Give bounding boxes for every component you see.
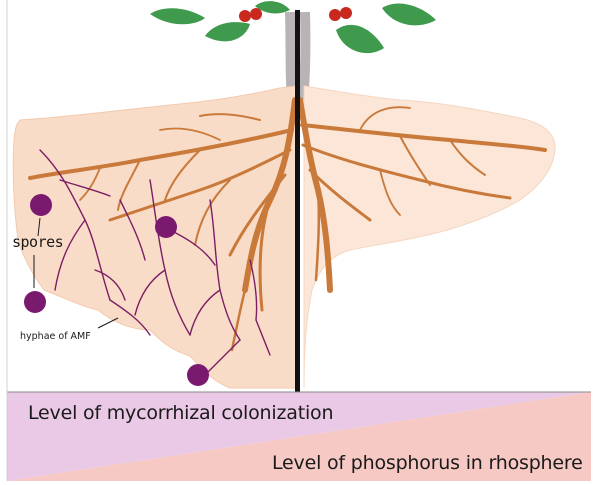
mycorrhizal-level-label: Level of mycorrhizal colonization [28,402,333,424]
leaf-left-2 [205,22,250,41]
spore-2 [155,216,177,238]
spore-1 [30,194,52,216]
spore-4 [187,364,209,386]
fruit-right-2 [340,7,352,19]
spore-3 [24,291,46,313]
spores-label: spores [12,233,63,251]
leaf-right-1 [336,25,384,53]
leaf-left-1 [150,8,205,24]
fruit-right-1 [329,9,341,21]
fruit-left-2 [250,8,262,20]
leaf-right-2 [382,4,436,26]
hyphae-label: hyphae of AMF [20,331,91,342]
fruit-left-1 [239,10,251,22]
soil-rhizosphere-right [304,86,555,388]
phosphorus-level-label: Level of phosphorus in rhosphere [272,452,583,474]
center-divider [295,10,300,392]
